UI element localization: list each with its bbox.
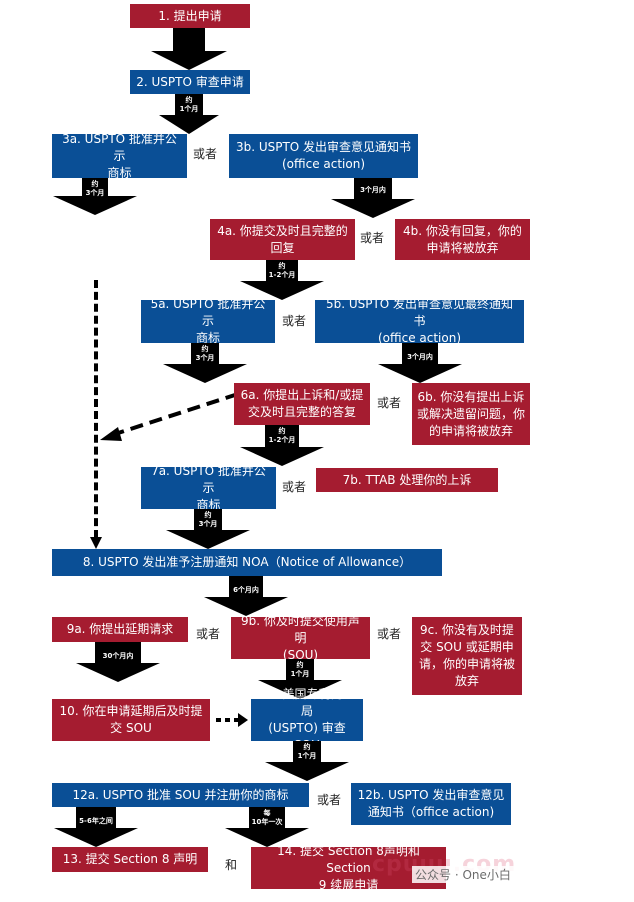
arrow-6a-down: 约 1-2个月 xyxy=(240,425,324,467)
step-5b-final-office-action: 5b. USPTO 发出审查意见最终通知书 (office action) xyxy=(315,297,524,345)
arrow-7a-down: 约 3个月 xyxy=(166,509,250,549)
arrow-12a-to-13: 5-6年之间 xyxy=(54,807,138,847)
arrow-11-down: 约 1个月 xyxy=(265,741,349,781)
dashed-line-3a-to-8 xyxy=(94,280,98,538)
step-6b-no-appeal-abandoned: 6b. 你没有提出上诉 或解决遗留问题，你 的申请将被放弃 xyxy=(412,383,530,445)
arrow-label-9b: 约 1个月 xyxy=(290,661,310,678)
or-connector-6: 或者 xyxy=(377,396,402,410)
step-3a-approve-publish: 3a. USPTO 批准并公示 商标 xyxy=(52,132,187,180)
step-9a-extension-request: 9a. 你提出延期请求 xyxy=(52,617,188,642)
arrow-label-5b: 3个月内 xyxy=(407,353,433,361)
arrow-label-12a: 5-6年之间 xyxy=(79,817,113,825)
or-connector-3: 或者 xyxy=(193,147,218,161)
or-connector-7: 或者 xyxy=(282,480,307,494)
arrow-label-11: 约 1个月 xyxy=(297,743,317,760)
arrow-label-7a: 约 3个月 xyxy=(198,511,218,528)
arrow-5a-down: 约 3个月 xyxy=(163,343,247,383)
arrow-4a-down: 约 1-2个月 xyxy=(240,260,324,300)
step-6a-appeal-or-respond: 6a. 你提出上诉和/或提 交及时且完整的答复 xyxy=(234,383,370,425)
or-connector-9b: 或者 xyxy=(377,627,402,641)
arrow-3b-down: 3个月内 xyxy=(331,178,415,218)
step-3b-office-action: 3b. USPTO 发出审查意见通知书 (office action) xyxy=(229,134,418,178)
or-connector-4: 或者 xyxy=(360,231,385,245)
arrow-8-down: 6个月内 xyxy=(204,576,288,616)
step-5a-approve-publish: 5a. USPTO 批准并公示 商标 xyxy=(141,297,275,345)
step-13-section-8-declaration: 13. 提交 Section 8 声明 xyxy=(52,847,208,872)
or-connector-12: 或者 xyxy=(317,793,342,807)
arrow-label-3a: 约 3个月 xyxy=(85,180,105,197)
arrow-12a-to-14: 每 10年一次 xyxy=(225,807,309,847)
arrow-label-12a-2: 每 10年一次 xyxy=(251,809,283,826)
step-2-uspto-examines: 2. USPTO 审查申请 xyxy=(130,70,250,94)
step-10-sou-after-extension: 10. 你在申请延期后及时提 交 SOU xyxy=(52,699,210,741)
step-7b-ttab-appeal: 7b. TTAB 处理你的上诉 xyxy=(316,468,498,492)
step-12a-sou-approved-registered: 12a. USPTO 批准 SOU 并注册你的商标 xyxy=(52,783,309,807)
step-14-section-8-and-9-renewal: 14. 提交 Section 8声明和 Section 9 续展申请 xyxy=(251,844,446,892)
arrow-label-6a: 约 1-2个月 xyxy=(268,427,296,444)
step-4b-no-response-abandoned: 4b. 你没有回复，你的 申请将被放弃 xyxy=(395,219,530,260)
arrow-label-5a: 约 3个月 xyxy=(195,345,215,362)
step-9b-statement-of-use: 9b. 你及时提交使用声明 (SOU) xyxy=(231,614,370,662)
arrow-label-8: 6个月内 xyxy=(233,586,259,594)
arrow-1-to-2 xyxy=(151,28,227,70)
dotted-arrow-10-to-11 xyxy=(216,713,248,727)
arrow-2-to-3: 约 1个月 xyxy=(159,94,219,134)
dashed-arrow-6a-to-8 xyxy=(100,392,239,441)
step-8-notice-of-allowance: 8. USPTO 发出准予注册通知 NOA（Notice of Allowanc… xyxy=(52,549,442,576)
arrow-label-4a: 约 1-2个月 xyxy=(268,262,296,279)
arrow-5b-down: 3个月内 xyxy=(378,343,462,383)
arrow-3a-down: 约 3个月 xyxy=(53,178,137,215)
or-connector-5: 或者 xyxy=(282,314,307,328)
step-7a-approve-publish: 7a. USPTO 批准并公示 商标 xyxy=(141,464,276,512)
step-4a-timely-response: 4a. 你提交及时且完整的 回复 xyxy=(210,219,355,260)
step-9c-sou-missed-abandoned: 9c. 你没有及时提 交 SOU 或延期申 请，你的申请将被 放弃 xyxy=(412,617,522,695)
or-connector-9a: 或者 xyxy=(196,627,221,641)
step-1-file-application: 1. 提出申请 xyxy=(130,4,250,28)
arrow-label-9a: 30个月内 xyxy=(102,652,134,660)
step-11-uspto-reviews-sou: 11. 美国专利商标局 (USPTO) 审查 SOU xyxy=(251,687,363,752)
arrow-label-2: 约 1个月 xyxy=(179,96,199,113)
dashed-arrowhead-to-8 xyxy=(90,537,102,549)
and-connector-13-14: 和 xyxy=(225,858,238,872)
arrow-9b-down: 约 1个月 xyxy=(258,659,342,699)
watermark-text: 公众号 · One小白 xyxy=(412,866,514,883)
arrow-label-3b: 3个月内 xyxy=(360,186,386,194)
arrow-9a-down: 30个月内 xyxy=(76,642,160,682)
step-12b-office-action: 12b. USPTO 发出审查意见 通知书（office action) xyxy=(351,783,511,825)
